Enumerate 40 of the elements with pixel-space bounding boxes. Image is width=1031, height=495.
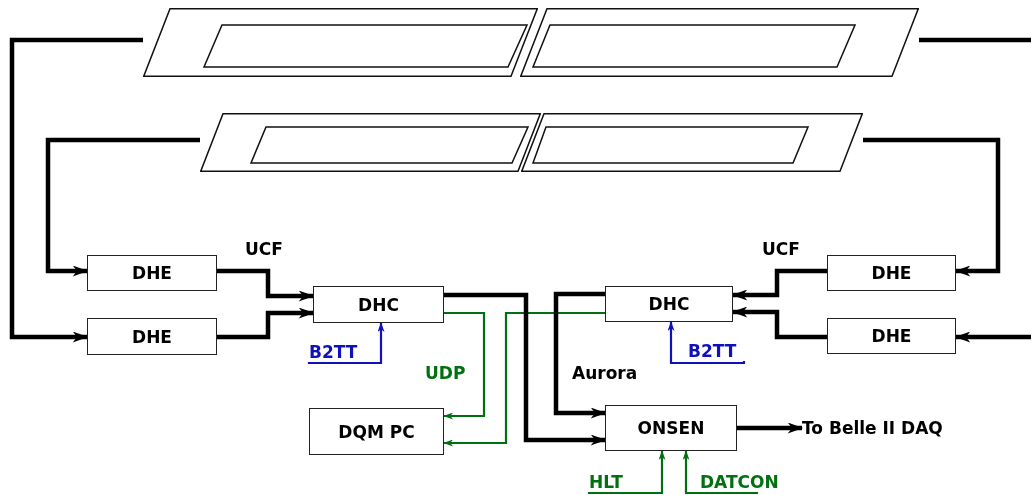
arrow <box>587 450 666 495</box>
arrow <box>731 268 827 301</box>
block-label: DHC <box>648 294 690 314</box>
block-label: DQM PC <box>338 421 415 442</box>
block-box <box>87 255 217 291</box>
link-label: UCF <box>245 240 283 258</box>
arrow <box>217 307 315 340</box>
block-box <box>827 318 956 354</box>
signal-label: To Belle II DAQ <box>802 419 974 439</box>
arrow <box>919 37 1031 343</box>
block-box <box>87 318 217 355</box>
arrow <box>863 137 1001 277</box>
arrow <box>737 422 804 434</box>
arrow <box>731 306 827 340</box>
link-label: UCF <box>762 240 800 258</box>
arrow <box>443 311 486 420</box>
link-label: UDP <box>425 364 466 382</box>
arrow <box>682 450 759 495</box>
arrow <box>9 37 143 343</box>
block-label: DHE <box>132 263 172 283</box>
block-box <box>309 408 444 455</box>
signal-label: DATCON <box>700 473 792 492</box>
signal-label: B2TT <box>688 342 744 361</box>
arrow <box>667 321 746 365</box>
link-label: Aurora <box>572 364 638 382</box>
arrow <box>217 268 315 302</box>
signal-label: B2TT <box>309 343 363 362</box>
block-label: DHC <box>358 294 399 315</box>
block-label: DHE <box>871 263 912 283</box>
arrow <box>307 322 385 365</box>
block-box <box>827 255 956 291</box>
arrow <box>45 137 200 277</box>
arrow <box>553 291 607 419</box>
block-box <box>605 286 733 322</box>
block-label: ONSEN <box>637 418 705 438</box>
block-box <box>605 405 737 451</box>
block-label: DHE <box>132 326 172 347</box>
signal-label: HLT <box>589 473 631 492</box>
block-label: DHE <box>871 326 912 346</box>
block-box <box>313 286 444 323</box>
